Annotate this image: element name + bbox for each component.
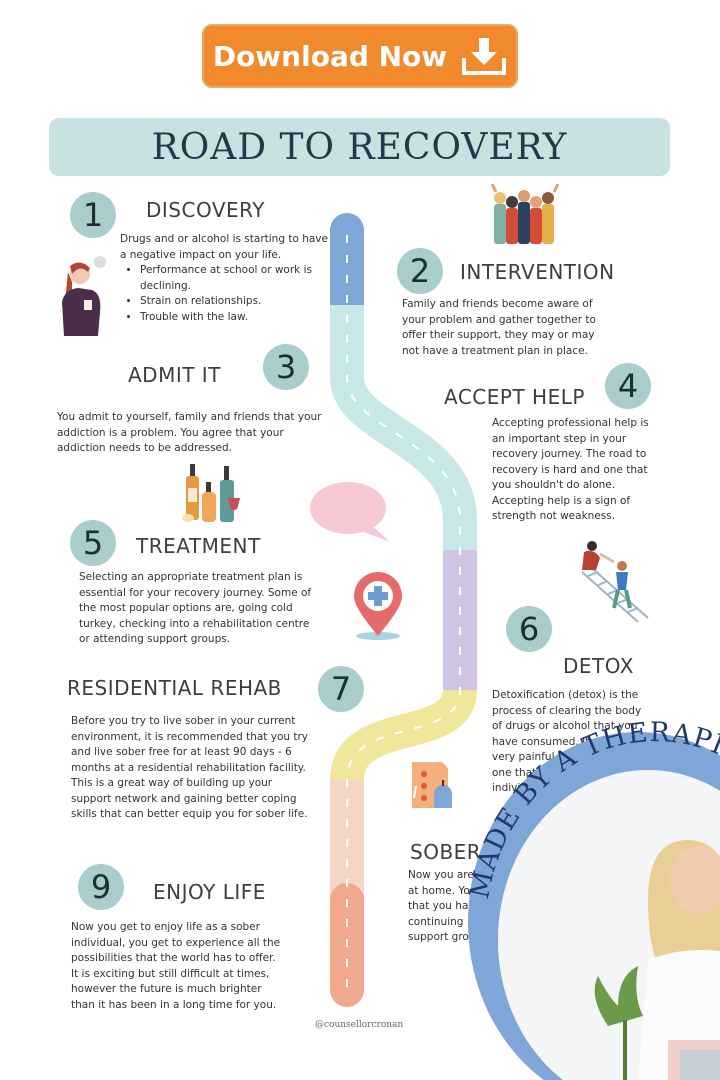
- text-line: process of clearing the body: [492, 704, 642, 717]
- therapist-portrait-icon: [498, 770, 720, 1080]
- step-1-intro: Drugs and or alcohol is starting to have…: [120, 233, 328, 261]
- step-6-body: Detoxification (detox) is the process of…: [492, 688, 642, 797]
- step-3-number: 3: [263, 344, 309, 390]
- step-1-body: Drugs and or alcohol is starting to have…: [120, 232, 330, 325]
- step-6-number: 6: [506, 606, 552, 652]
- bottles-icon: [182, 464, 240, 522]
- step-2-body: Family and friends become aware of your …: [402, 298, 596, 357]
- step-3-heading: ADMIT IT: [128, 363, 221, 387]
- step-5-heading: TREATMENT: [136, 534, 261, 558]
- step-2-heading: INTERVENTION: [460, 260, 615, 284]
- ladder-help-icon: [581, 541, 649, 623]
- step-8-body: Now you are at home. Yo that you ha cont…: [408, 868, 498, 946]
- text-line: support gro: [408, 931, 469, 943]
- building-icon: [412, 762, 452, 808]
- step-7-number: 7: [318, 666, 364, 712]
- therapist-photo: [498, 770, 720, 1080]
- bullet: Strain on relationships.: [140, 294, 330, 310]
- page-title: ROAD TO RECOVERY: [151, 126, 568, 168]
- text-line: very painful: [492, 751, 555, 763]
- text-line: have consumed. It: [492, 735, 590, 748]
- step-1-heading: DISCOVERY: [146, 198, 266, 222]
- step-4-body: Accepting professional help is an import…: [492, 417, 649, 522]
- bullet: Performance at school or work is declini…: [140, 263, 330, 294]
- text-line: one that: [492, 766, 537, 779]
- download-label: Download Now: [212, 39, 448, 73]
- download-icon: [462, 38, 507, 75]
- step-9-number: 9: [78, 864, 124, 910]
- step-4-number: 4: [605, 363, 651, 409]
- social-handle: @counsellorcronan: [315, 1020, 404, 1030]
- text-line: continuing: [408, 915, 464, 928]
- step-4-heading: ACCEPT HELP: [444, 385, 585, 409]
- step-7-body: Before you try to live sober in your cur…: [71, 715, 309, 820]
- title-banner: ROAD TO RECOVERY: [49, 118, 670, 176]
- download-now-button[interactable]: Download Now: [202, 24, 518, 88]
- text-line: Detoxification (detox) is the: [492, 689, 639, 701]
- text-line: that you ha: [408, 900, 469, 912]
- step-5-body: Selecting an appropriate treatment plan …: [79, 571, 312, 645]
- text-line: of drugs or alcohol that you: [492, 720, 638, 732]
- speech-bubble-icon: [310, 482, 390, 542]
- step-9-heading: ENJOY LIFE: [153, 880, 266, 904]
- step-7-heading: RESIDENTIAL REHAB: [67, 676, 282, 700]
- step-3-body: You admit to yourself, family and friend…: [57, 411, 322, 454]
- group-hug-icon: [490, 184, 560, 244]
- step-1-number: 1: [70, 192, 116, 238]
- step-9-body: Now you get to enjoy life as a sober ind…: [71, 921, 281, 1011]
- person-smoking-icon: [62, 256, 106, 336]
- step-6-heading: DETOX: [563, 654, 634, 678]
- text-line: at home. Yo: [408, 884, 470, 897]
- step-2-number: 2: [397, 248, 443, 294]
- step-5-number: 5: [70, 520, 116, 566]
- medical-pin-icon: [354, 572, 402, 640]
- bullet: Trouble with the law.: [140, 310, 330, 326]
- step-8-heading: SOBER: [410, 840, 482, 864]
- text-line: Now you are: [408, 869, 474, 881]
- step-1-bullets: Performance at school or work is declini…: [120, 263, 330, 325]
